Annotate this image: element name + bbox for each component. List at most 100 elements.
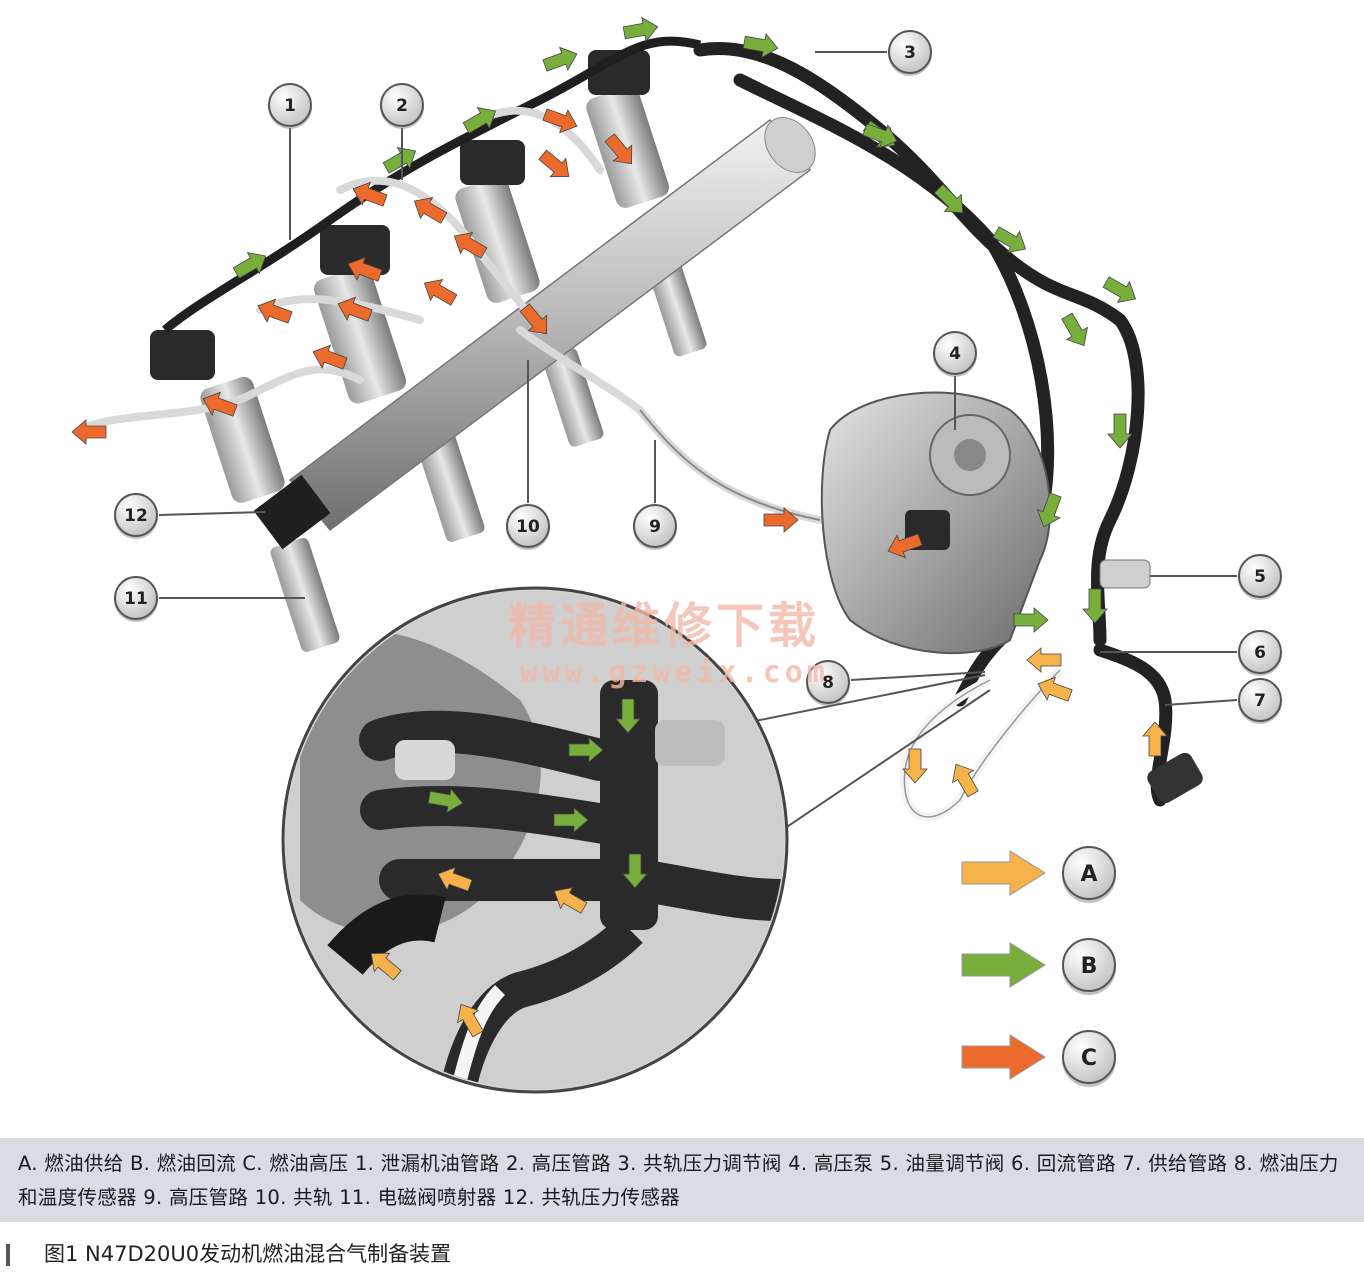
magnifier-lines (734, 674, 991, 846)
figure-title: 图1 N47D20U0发动机燃油混合气制备装置 (44, 1242, 452, 1266)
legend-item-C: C (961, 1030, 1116, 1087)
flow-arrow-A (457, 1003, 484, 1038)
callout-12: 12 (114, 493, 266, 539)
callout-9: 9 (633, 440, 677, 550)
callout-number: 10 (516, 517, 540, 537)
flow-arrow-A (1037, 676, 1073, 702)
callout-circle (633, 504, 677, 548)
flow-arrow-B (1061, 312, 1088, 347)
figure-title-row: 图1 N47D20U0发动机燃油混合气制备装置 (0, 1232, 1364, 1276)
callout-circle (268, 83, 312, 127)
flow-arrow-C (538, 149, 570, 178)
leak-oil-line (162, 36, 702, 334)
legend-letter: B (1081, 954, 1098, 979)
callout-number: 8 (822, 673, 834, 693)
callout-circle (806, 660, 850, 704)
callout-5: 5 (1150, 554, 1282, 600)
flow-arrow-C (337, 296, 373, 322)
callout-1: 1 (268, 83, 312, 240)
callout-circle (114, 576, 158, 620)
flow-arrow-C (763, 507, 799, 533)
callout-11: 11 (114, 576, 305, 622)
callout-6: 6 (1100, 630, 1282, 676)
callout-2: 2 (380, 83, 424, 180)
callout-leader-line (1164, 699, 1238, 706)
flow-arrow-C (423, 279, 458, 306)
rail-pressure-sensor-body (253, 474, 331, 550)
callout-circle (1238, 554, 1282, 598)
callout-8: 8 (806, 660, 986, 706)
flow-arrow-B (615, 698, 641, 734)
supply-pipe-outline (903, 669, 1061, 818)
flow-arrow-C (887, 533, 923, 559)
flow-arrow-A (553, 887, 588, 914)
callout-4: 4 (933, 331, 977, 430)
common-rail (253, 117, 816, 550)
callout-number: 1 (284, 96, 296, 116)
flow-arrow-B (1082, 588, 1108, 624)
legend-letter: A (1080, 862, 1097, 887)
callout-7: 7 (1164, 678, 1282, 724)
pipe-9-outline (639, 409, 821, 521)
callout-number: 6 (1254, 643, 1266, 663)
callout-3: 3 (815, 30, 932, 76)
caption-text: A. 燃油供给 B. 燃油回流 C. 燃油高压 1. 泄漏机油管路 2. 高压管… (18, 1152, 1339, 1209)
flow-arrow-A (437, 866, 473, 892)
flow-arrow-B (622, 853, 648, 889)
flow-arrow-B (542, 46, 578, 72)
callout-circle (933, 331, 977, 375)
flow-arrow-B (742, 32, 779, 59)
callout-number: 9 (649, 517, 661, 537)
title-marker (6, 1244, 10, 1266)
legend-arrow (961, 942, 1046, 988)
supply-pipe-loop (899, 666, 1064, 822)
flow-arrow-A (902, 748, 928, 784)
legend-letter: C (1081, 1046, 1097, 1071)
supply-connector (1147, 752, 1203, 804)
injectors (150, 50, 707, 652)
legend-circle (1062, 1030, 1116, 1084)
flow-arrow-B (427, 787, 464, 814)
flow-arrow-C (202, 391, 238, 417)
legend-arrow (961, 1034, 1046, 1080)
flow-arrow-C (257, 298, 293, 324)
flow-arrow-B (1013, 607, 1049, 633)
flow-arrow-C (453, 232, 488, 259)
legend: A B C (961, 846, 1116, 1087)
flow-arrow-A (1026, 647, 1062, 673)
flow-arrow-A (1142, 721, 1168, 757)
flow-arrow-C (413, 197, 448, 224)
flow-arrow-B (462, 107, 497, 134)
callout-circle (114, 493, 158, 537)
caption-box: A. 燃油供给 B. 燃油回流 C. 燃油高压 1. 泄漏机油管路 2. 高压管… (0, 1138, 1364, 1222)
flow-arrow-B (382, 147, 417, 174)
callout-circle (380, 83, 424, 127)
legend-circle (1062, 938, 1116, 992)
callout-circle (888, 30, 932, 74)
callout-circle (506, 504, 550, 548)
callout-circle (1238, 678, 1282, 722)
flow-arrow-B (622, 16, 659, 43)
flow-arrow-B (992, 226, 1027, 253)
callout-number: 7 (1254, 691, 1266, 711)
legend-item-B: B (961, 938, 1116, 995)
flow-arrow-C (312, 344, 348, 370)
flow-arrow-C (347, 256, 383, 282)
callout-circle (1238, 630, 1282, 674)
flow-arrow-C (542, 108, 578, 134)
flow-arrow-C (604, 133, 633, 165)
callout-number: 11 (124, 589, 148, 609)
watermark-site-name: 精通维修下载 (508, 598, 820, 654)
legend-item-A: A (961, 846, 1116, 903)
callout-number: 12 (124, 506, 148, 526)
flow-arrow-B (553, 807, 589, 833)
high-pressure-pump (820, 391, 1151, 655)
flow-arrows (71, 16, 1168, 1038)
callout-leader-line (850, 671, 986, 681)
flow-arrow-B (1107, 413, 1133, 449)
flow-arrow-B (1102, 276, 1137, 303)
flow-arrow-A (370, 952, 402, 981)
flow-arrow-B (232, 252, 267, 279)
injector-3 (455, 140, 604, 447)
